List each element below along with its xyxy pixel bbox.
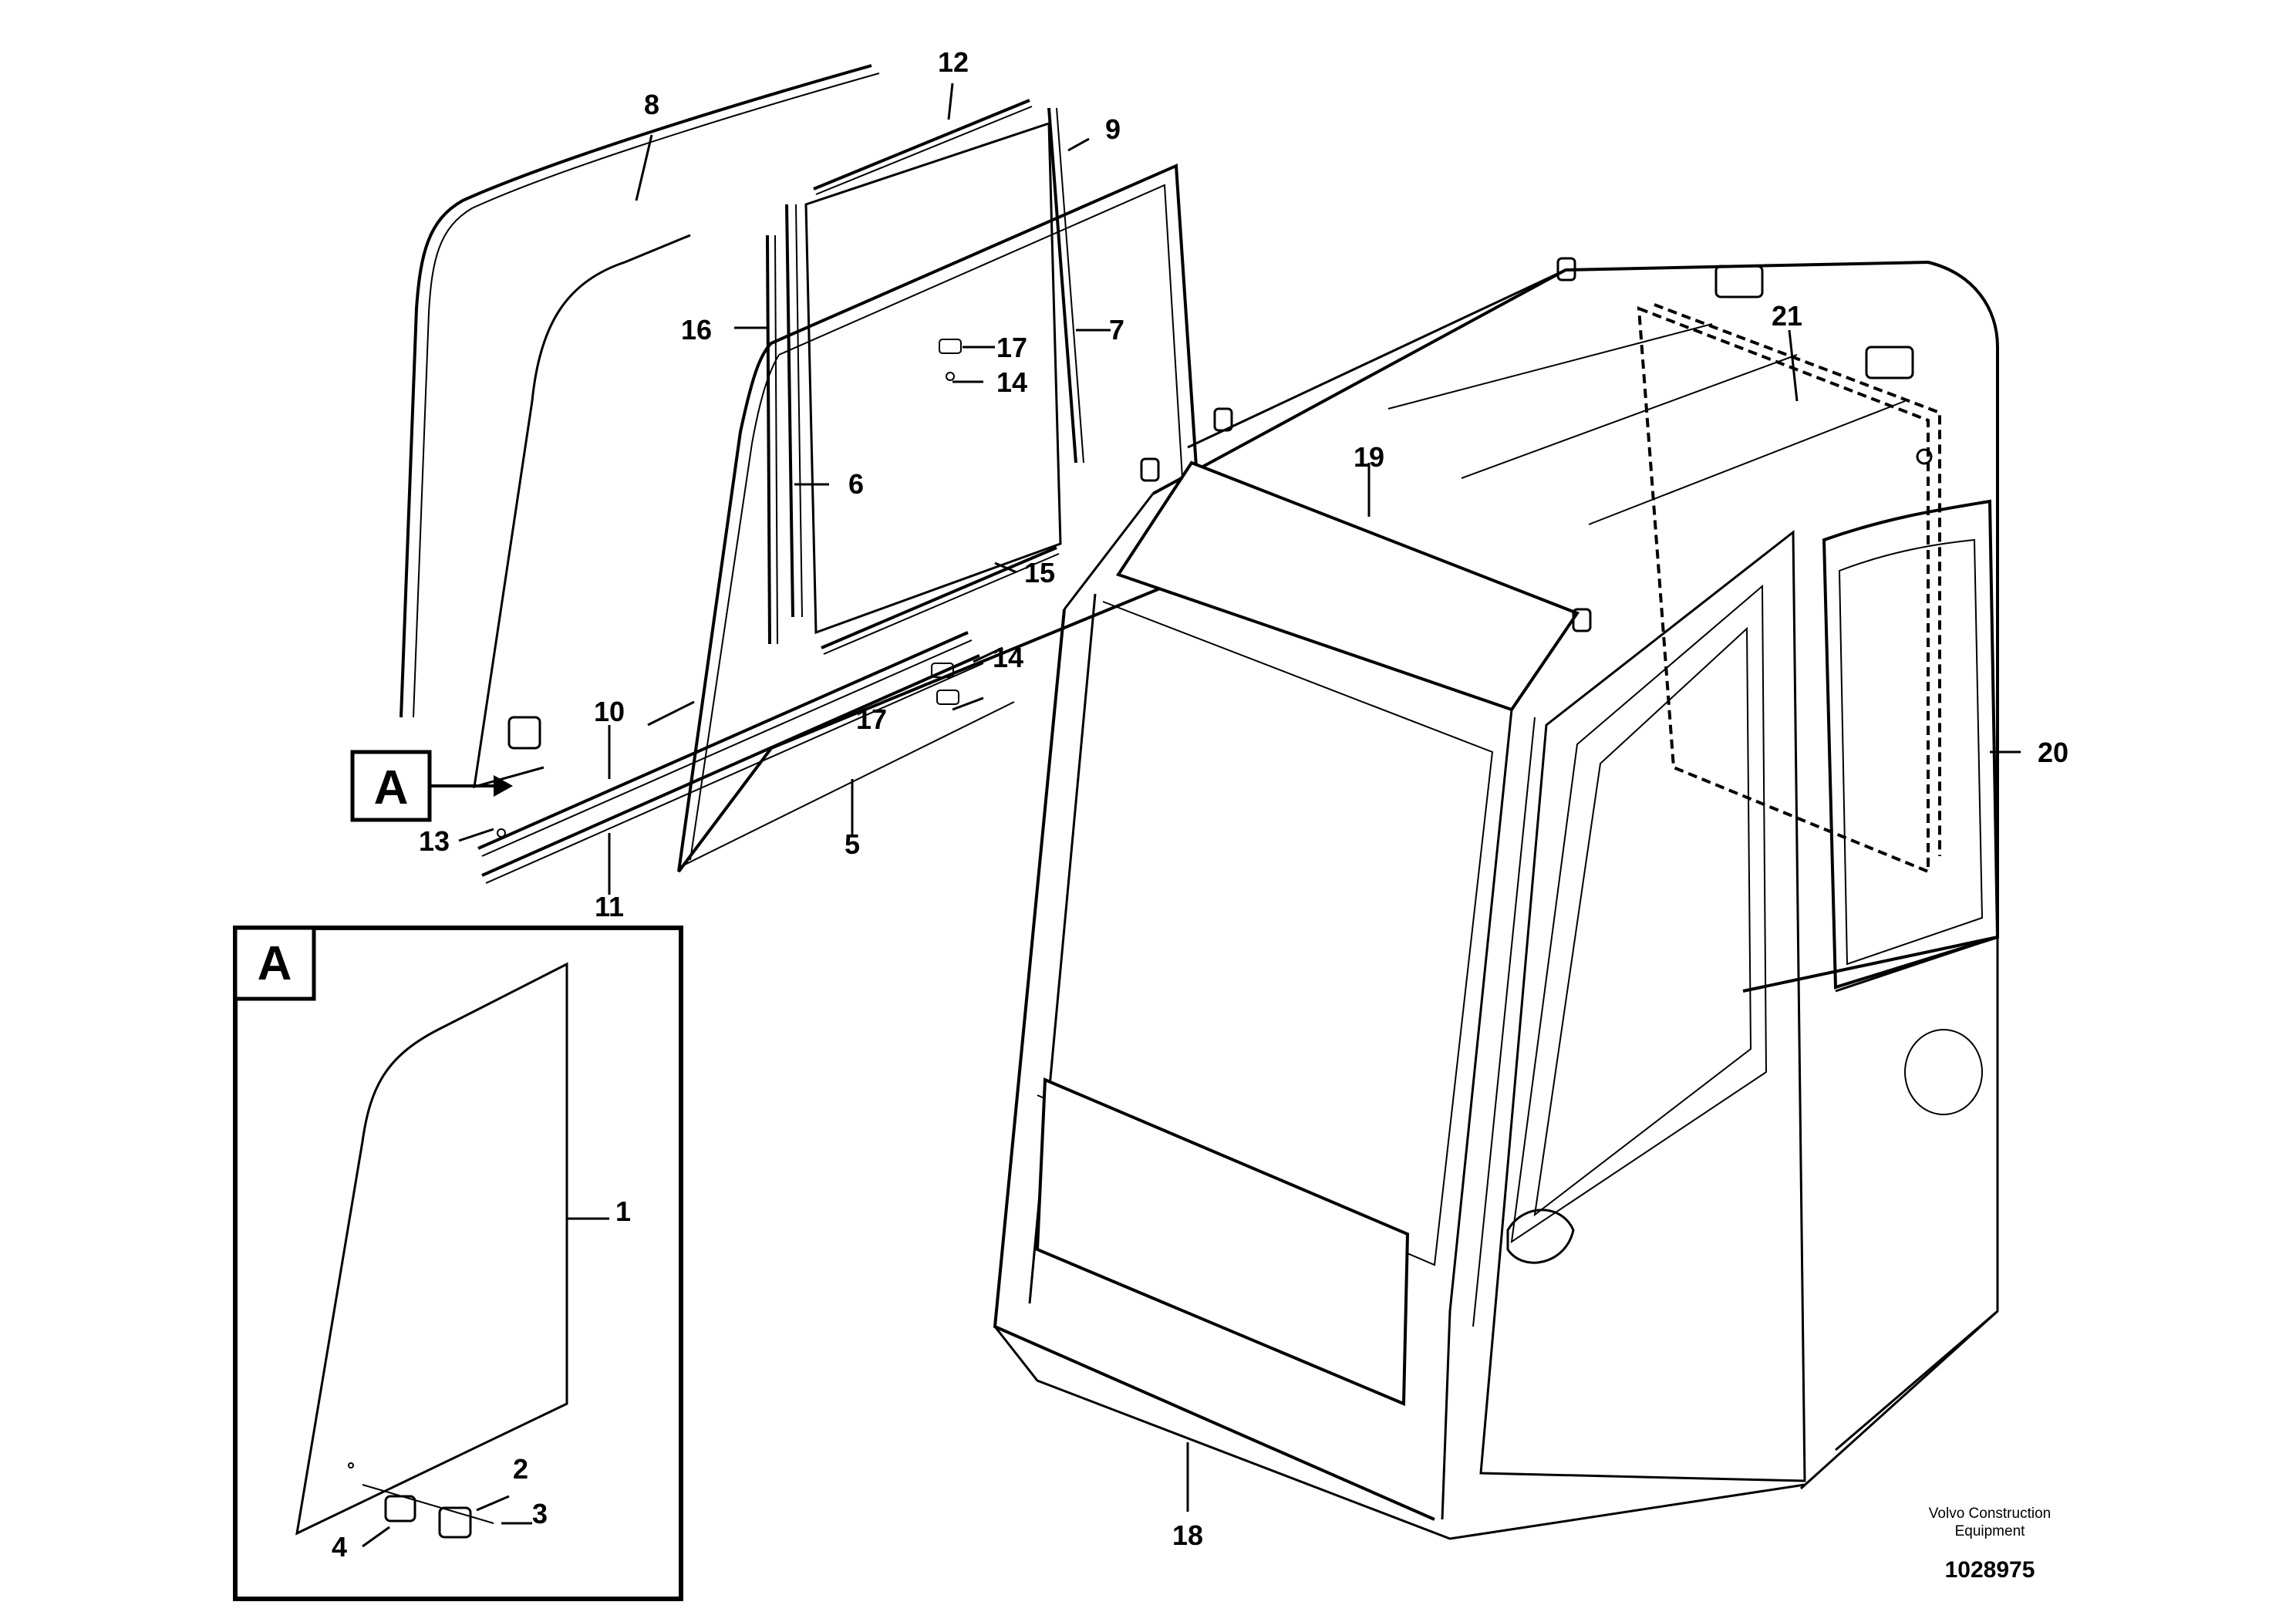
part-11-rail xyxy=(481,654,980,877)
inset-frame xyxy=(233,926,683,1601)
brand-line-2: Equipment xyxy=(1955,1523,2026,1539)
callout-15: 15 xyxy=(1024,557,1055,588)
callout-1-inset: 1 xyxy=(615,1195,631,1227)
callout-19: 19 xyxy=(1354,441,1384,473)
part-8-seal-strip xyxy=(400,64,872,718)
cab-body xyxy=(993,257,2000,1540)
brand-line-1: Volvo Construction xyxy=(1929,1506,2051,1522)
callout-6: 6 xyxy=(848,468,864,500)
part-9-side-strip xyxy=(1047,107,1077,464)
inset-a-label: A xyxy=(258,937,292,990)
callout-16: 16 xyxy=(681,314,712,346)
detail-a-label: A xyxy=(374,761,409,814)
cab-door xyxy=(1479,529,1806,1482)
part-19-front-top-panel xyxy=(1115,460,1580,712)
callout-17-upper: 17 xyxy=(996,332,1027,363)
callout-12: 12 xyxy=(938,46,969,78)
cab-roof xyxy=(1152,260,1999,993)
callout-18: 18 xyxy=(1172,1519,1203,1551)
callout-2: 2 xyxy=(513,1453,528,1485)
footer: Volvo Construction Equipment 1028975 xyxy=(1929,1506,2051,1583)
callout-9: 9 xyxy=(1105,113,1121,145)
callout-10: 10 xyxy=(594,696,625,727)
callout-13: 13 xyxy=(419,825,450,857)
part-16-vertical-strip xyxy=(766,234,771,645)
callout-7: 7 xyxy=(1109,314,1124,346)
callout-20: 20 xyxy=(2038,737,2068,768)
detail-a-inset: A xyxy=(233,926,683,1601)
part-10-rail xyxy=(477,631,969,850)
callout-3: 3 xyxy=(532,1498,548,1529)
callout-8: 8 xyxy=(644,89,659,120)
part-1-door-glass xyxy=(295,962,568,1536)
side-glass-pane xyxy=(473,234,691,789)
part-12-top-strip xyxy=(813,99,1030,191)
part-18-lower-front-panel xyxy=(1035,1077,1410,1406)
exploded-parts-group xyxy=(400,64,1205,884)
detail-a-reference: A xyxy=(350,750,513,822)
callout-4: 4 xyxy=(332,1531,347,1563)
part-20-rear-window xyxy=(1822,499,2000,990)
part-5-window-frame xyxy=(677,164,1205,873)
callout-labels: 1 2 3 4 5 6 7 8 9 10 11 12 13 14 14 15 1… xyxy=(332,46,2068,1563)
part-7-glass-pane xyxy=(804,121,1062,635)
part-15-lower-strip xyxy=(821,546,1057,649)
callout-17-lower: 17 xyxy=(856,703,887,735)
callout-14-lower: 14 xyxy=(993,642,1023,673)
drawing-number: 1028975 xyxy=(1945,1557,2035,1583)
callout-14-upper: 14 xyxy=(996,366,1027,398)
callout-21: 21 xyxy=(1772,300,1802,332)
glass-bracket xyxy=(507,716,541,750)
part-6-vertical-strip xyxy=(785,204,794,618)
callout-5: 5 xyxy=(845,828,860,860)
callout-11: 11 xyxy=(595,891,624,922)
part-21-sunroof-dashed xyxy=(1637,305,1930,874)
leader-lines xyxy=(458,83,2021,1512)
